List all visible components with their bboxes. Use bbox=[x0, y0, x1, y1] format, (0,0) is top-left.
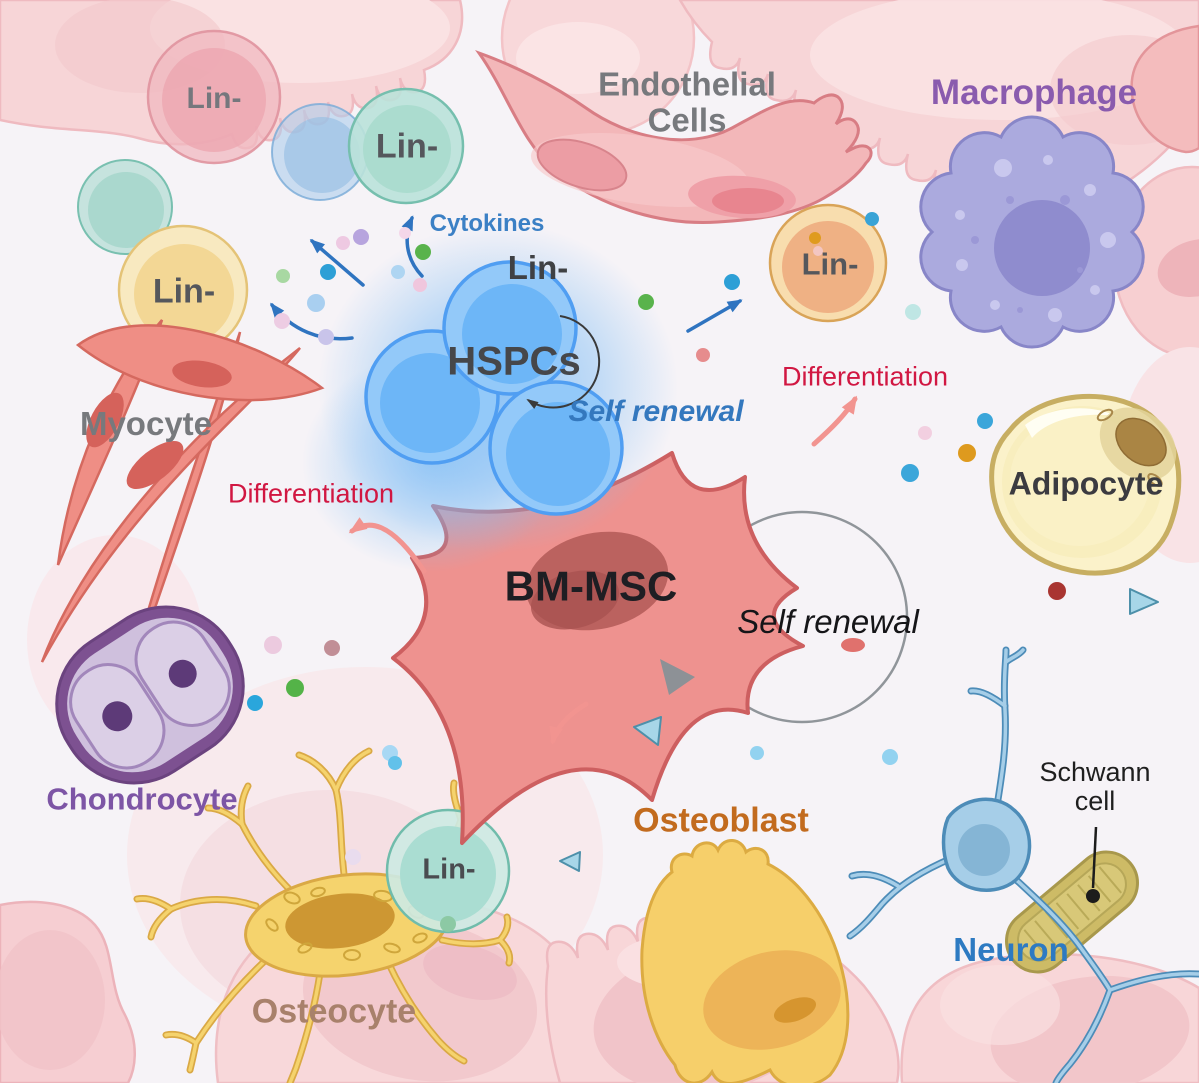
label-macrophage: Macrophage bbox=[930, 73, 1138, 113]
label-cytokines: Cytokines bbox=[429, 210, 545, 238]
molecule-dot bbox=[865, 212, 879, 226]
schwann-cell bbox=[1005, 850, 1139, 974]
tissue-bottom-left-cell bbox=[0, 900, 136, 1083]
molecule-dot bbox=[813, 246, 823, 256]
label-bm-msc-self-renewal: Self renewal bbox=[737, 603, 919, 641]
self-renewal-loop-arrowhead bbox=[660, 659, 695, 695]
label-bm-msc: BM-MSC bbox=[504, 562, 678, 610]
lin-circle-pink bbox=[146, 29, 282, 165]
label-endothelial-cells: Endothelial Cells bbox=[598, 66, 776, 137]
label-lin-orange: Lin- bbox=[801, 246, 859, 282]
label-schwann-line2: cell bbox=[1074, 786, 1116, 816]
label-endothelial-line2: Cells bbox=[647, 101, 727, 138]
schwann-pointer bbox=[1086, 826, 1100, 903]
label-osteoblast: Osteoblast bbox=[633, 801, 809, 840]
label-osteocyte: Osteocyte bbox=[251, 992, 417, 1031]
label-endothelial-line1: Endothelial bbox=[598, 65, 776, 103]
lin-circle-orange bbox=[768, 203, 888, 323]
tissue-right-curl bbox=[1130, 24, 1199, 154]
lin-circle-teal-top bbox=[347, 87, 465, 205]
differentiation-arrows bbox=[348, 395, 858, 745]
molecule-dot bbox=[809, 232, 821, 244]
label-differentiation-left: Differentiation bbox=[227, 478, 395, 509]
osteocyte-nucleus bbox=[285, 893, 395, 949]
label-lin-yellow: Lin- bbox=[152, 272, 216, 311]
macrophage-nucleus bbox=[994, 200, 1090, 296]
molecule-dot bbox=[440, 916, 456, 932]
lin-circle-teal-small bbox=[77, 159, 173, 255]
macrophage-cell bbox=[919, 115, 1145, 349]
label-hspc-self-renewal: Self renewal bbox=[568, 394, 744, 428]
endothelial-cell bbox=[475, 50, 873, 224]
chondrocyte-nucleus bbox=[102, 701, 133, 732]
signal-molecules bbox=[247, 227, 1066, 865]
neuron-cell bbox=[846, 646, 1199, 1083]
adipocyte-nucleus bbox=[1115, 417, 1167, 467]
label-lin-teal-top: Lin- bbox=[375, 127, 439, 166]
label-adipocyte: Adipocyte bbox=[1008, 465, 1164, 502]
adipocyte-cell bbox=[989, 393, 1182, 576]
osteoblast-cell bbox=[640, 839, 850, 1083]
lin-circle-teal-bottom bbox=[385, 808, 511, 934]
label-differentiation-right: Differentiation bbox=[781, 361, 949, 392]
label-schwann-cell: Schwann cell bbox=[1039, 756, 1151, 816]
chondrocyte-nucleus bbox=[168, 659, 197, 688]
label-schwann-line1: Schwann bbox=[1039, 756, 1151, 787]
matrix-triangles bbox=[559, 588, 1159, 872]
label-lin-hspc: Lin- bbox=[507, 249, 569, 287]
osteoblast-nucleus bbox=[703, 950, 841, 1050]
label-myocyte: Myocyte bbox=[79, 405, 213, 443]
neuron-nucleus bbox=[958, 824, 1010, 876]
endothelial-nucleus bbox=[536, 138, 628, 192]
label-lin-pink: Lin- bbox=[186, 81, 242, 115]
label-lin-teal-bottom: Lin- bbox=[422, 853, 476, 886]
hspc-self-renewal-arrow bbox=[526, 315, 601, 409]
lin-circle-yellow bbox=[117, 224, 249, 356]
label-chondrocyte: Chondrocyte bbox=[46, 781, 238, 817]
cytokine-arrows bbox=[270, 215, 743, 341]
label-neuron: Neuron bbox=[953, 931, 1069, 969]
hspc-cells bbox=[364, 260, 624, 516]
chondrocyte-cell bbox=[55, 605, 245, 785]
label-hspcs: HSPCs bbox=[447, 339, 581, 384]
